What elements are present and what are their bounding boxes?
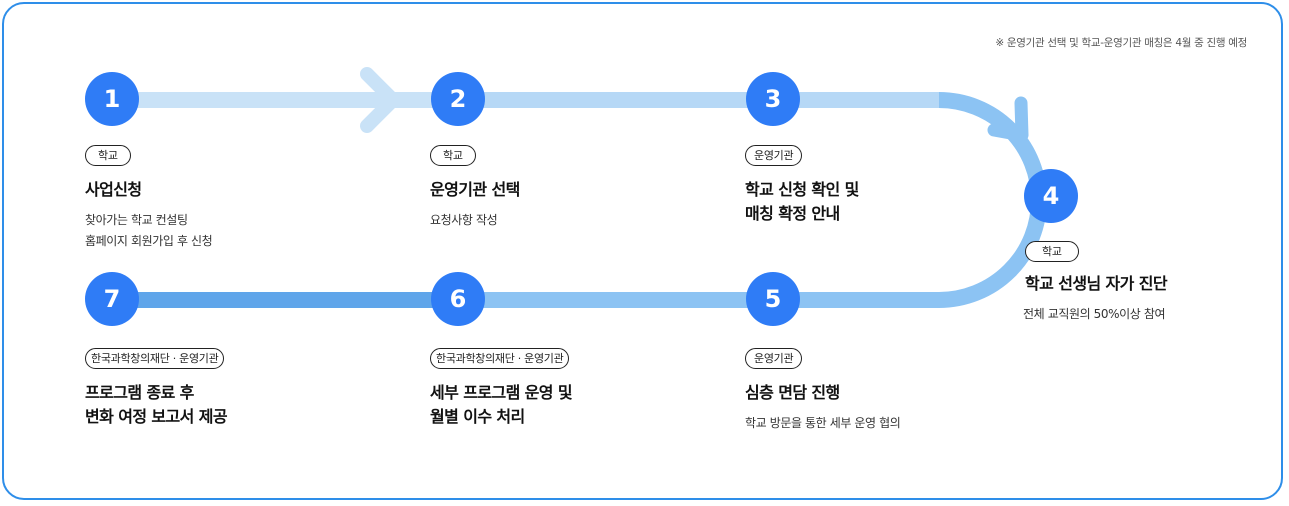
arrow-3-4 bbox=[987, 96, 1029, 142]
schedule-note: ※ 운영기관 선택 및 학교-운영기관 매칭은 4월 중 진행 예정 bbox=[995, 37, 1247, 49]
step-1: 학교 사업신청 찾아가는 학교 컨설팅 홈페이지 회원가입 후 신청 bbox=[85, 144, 345, 252]
step-7: 한국과학창의재단 · 운영기관 프로그램 종료 후 변화 여정 보고서 제공 bbox=[85, 347, 345, 429]
step-5-title: 심층 면담 진행 bbox=[745, 383, 840, 402]
flow-track bbox=[114, 67, 1047, 308]
step-5-number: 5 bbox=[746, 272, 800, 326]
step-7-badge: 한국과학창의재단 · 운영기관 bbox=[85, 348, 225, 369]
step-5-badge: 운영기관 bbox=[745, 348, 803, 369]
step-5: 운영기관 심층 면담 진행 학교 방문을 통한 세부 운영 협의 bbox=[745, 347, 1005, 434]
step-7-number: 7 bbox=[85, 272, 139, 326]
step-1-number: 1 bbox=[85, 72, 139, 126]
step-4-title: 학교 선생님 자가 진단 bbox=[1025, 274, 1168, 293]
step-6-title: 세부 프로그램 운영 및 월별 이수 처리 bbox=[430, 383, 573, 426]
step-3: 운영기관 학교 신청 확인 및 매칭 확정 안내 bbox=[745, 144, 1005, 226]
process-frame: ※ 운영기관 선택 및 학교-운영기관 매칭은 4월 중 진행 예정 1 학교 … bbox=[2, 2, 1283, 500]
step-2: 학교 운영기관 선택 요청사항 작성 bbox=[430, 144, 690, 231]
step-2-number: 2 bbox=[431, 72, 485, 126]
arrow-1-2 bbox=[360, 67, 400, 133]
step-4-number: 4 bbox=[1024, 169, 1078, 223]
step-5-desc: 학교 방문을 통한 세부 운영 협의 bbox=[745, 416, 901, 430]
step-4: 학교 학교 선생님 자가 진단 전체 교직원의 50%이상 참여 bbox=[1023, 240, 1275, 325]
step-4-desc: 전체 교직원의 50%이상 참여 bbox=[1023, 307, 1166, 321]
step-3-badge: 운영기관 bbox=[745, 145, 803, 166]
step-3-title: 학교 신청 확인 및 매칭 확정 안내 bbox=[745, 180, 859, 223]
step-2-badge: 학교 bbox=[430, 145, 476, 166]
step-4-badge: 학교 bbox=[1025, 241, 1079, 262]
step-1-title: 사업신청 bbox=[85, 180, 142, 199]
track-curve-bottom bbox=[938, 199, 1047, 308]
step-1-badge: 학교 bbox=[85, 145, 131, 166]
step-6-badge: 한국과학창의재단 · 운영기관 bbox=[430, 348, 570, 369]
step-6-number: 6 bbox=[431, 272, 485, 326]
step-2-desc: 요청사항 작성 bbox=[430, 213, 498, 227]
step-7-title: 프로그램 종료 후 변화 여정 보고서 제공 bbox=[85, 383, 228, 426]
step-3-number: 3 bbox=[746, 72, 800, 126]
step-2-title: 운영기관 선택 bbox=[430, 180, 520, 199]
step-6: 한국과학창의재단 · 운영기관 세부 프로그램 운영 및 월별 이수 처리 bbox=[430, 347, 690, 429]
step-1-desc: 찾아가는 학교 컨설팅 홈페이지 회원가입 후 신청 bbox=[85, 213, 213, 248]
